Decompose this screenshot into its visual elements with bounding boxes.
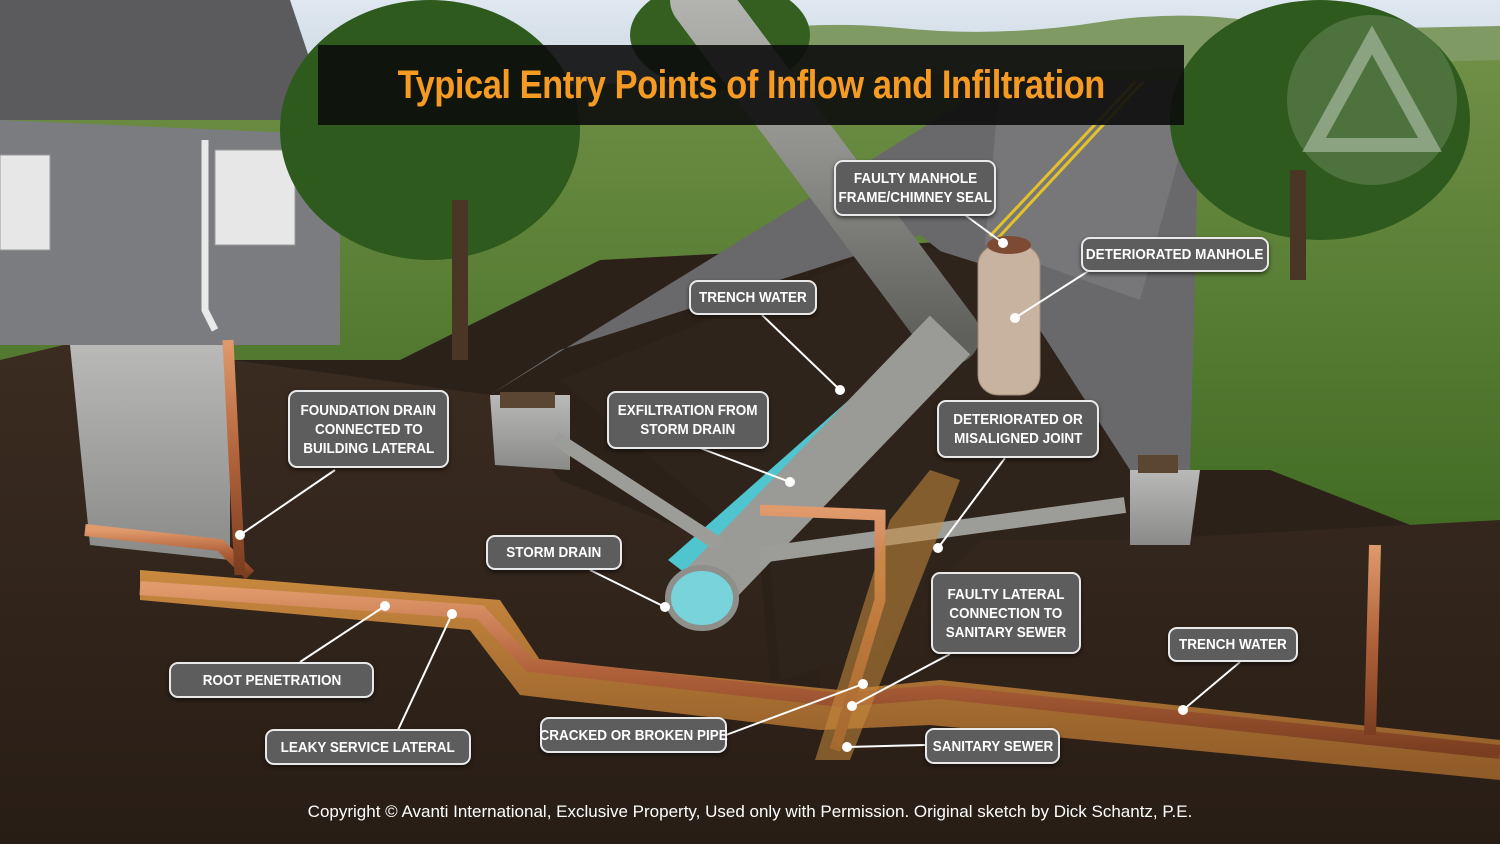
dot-cracked-pipe: [858, 679, 868, 689]
catch-basin-grate-right: [1138, 455, 1178, 473]
leader-sanitary-sewer: [846, 744, 926, 748]
tree-trunk-left: [452, 200, 468, 360]
watermark-triangle: [1302, 25, 1442, 152]
callout-line: STORM DRAIN: [506, 544, 602, 561]
callout-cracked-pipe: CRACKED OR BROKEN PIPE: [539, 717, 728, 753]
leader-leaky-lateral: [397, 613, 453, 731]
callout-deteriorated-joint: DETERIORATED OR MISALIGNED JOINT: [937, 400, 1099, 458]
dot-foundation-drain: [235, 530, 245, 540]
page-title: Typical Entry Points of Inflow and Infil…: [397, 62, 1105, 107]
dot-manhole-seal: [998, 238, 1008, 248]
callout-storm-drain: STORM DRAIN: [486, 535, 622, 570]
callout-exfiltration: EXFILTRATION FROM STORM DRAIN: [607, 391, 769, 449]
leader-faulty-lateral: [851, 653, 951, 707]
callout-root-penetration: ROOT PENETRATION: [169, 662, 374, 698]
leader-cracked-pipe: [725, 683, 864, 736]
manhole-barrel: [977, 244, 1041, 396]
callout-line: DETERIORATED OR: [953, 411, 1083, 428]
dot-sanitary-sewer: [842, 742, 852, 752]
dot-trench-water-right: [1178, 705, 1188, 715]
callout-faulty-lateral: FAULTY LATERAL CONNECTION TO SANITARY SE…: [931, 572, 1081, 654]
callout-line: TRENCH WATER: [1179, 636, 1287, 653]
copyright-notice: Copyright © Avanti International, Exclus…: [307, 802, 1193, 821]
sewer-bedding: [140, 570, 1500, 780]
watermark-logo: [1287, 15, 1457, 185]
leader-manhole-seal: [964, 214, 1004, 244]
tree-trunk-right: [1290, 170, 1306, 280]
callout-line: FOUNDATION DRAIN: [300, 401, 437, 419]
dot-deteriorated-joint: [933, 543, 943, 553]
callout-line: TRENCH WATER: [699, 289, 807, 306]
callout-line: EXFILTRATION FROM: [618, 402, 758, 419]
dot-storm-drain: [660, 602, 670, 612]
vertical-cleanout-right: [1364, 544, 1381, 736]
leader-root-penetration: [299, 605, 386, 663]
leader-storm-drain: [589, 569, 666, 608]
callout-line: SANITARY SEWER: [932, 737, 1053, 755]
callout-line: STORM DRAIN: [640, 421, 736, 438]
leader-dots: [235, 238, 1188, 752]
title-banner: Typical Entry Points of Inflow and Infil…: [318, 45, 1184, 125]
house-window-1: [0, 154, 51, 251]
callout-line: ROOT PENETRATION: [202, 671, 341, 689]
callout-foundation-drain: FOUNDATION DRAIN CONNECTED TO BUILDING L…: [288, 390, 449, 468]
callout-faulty-manhole-seal: FAULTY MANHOLE FRAME/CHIMNEY SEAL: [834, 160, 996, 216]
callout-line: FAULTY LATERAL: [947, 585, 1065, 603]
leader-trench-water-right: [1182, 661, 1241, 711]
leader-lines: [239, 214, 1241, 748]
house-foundation: [70, 345, 230, 560]
callout-line: DETERIORATED MANHOLE: [1086, 246, 1264, 263]
storm-drain-opening: [665, 565, 739, 631]
manhole-cover: [987, 236, 1031, 254]
house-window-2: [214, 149, 296, 246]
callout-line: FAULTY MANHOLE: [853, 170, 977, 187]
sanitary-sewer-main: [139, 581, 1500, 759]
tree-canopy-right: [1170, 0, 1470, 240]
callout-trench-water-top: TRENCH WATER: [689, 280, 817, 315]
leader-deteriorated-manhole: [1014, 269, 1091, 319]
curb-left: [490, 395, 570, 470]
dot-deteriorated-manhole: [1010, 313, 1020, 323]
callout-trench-water-right: TRENCH WATER: [1168, 627, 1298, 662]
downspout: [201, 140, 219, 332]
storm-inlet-pipe-right: [758, 497, 1127, 563]
leader-trench-water-top: [761, 314, 841, 391]
callout-line: MISALIGNED JOINT: [953, 430, 1083, 447]
callout-leaky-service-lateral: LEAKY SERVICE LATERAL: [265, 729, 471, 765]
curb-right: [1130, 470, 1200, 545]
leader-exfiltration: [699, 447, 791, 483]
callout-line: FRAME/CHIMNEY SEAL: [838, 189, 992, 206]
catch-basin-grate-left: [500, 392, 555, 408]
callout-line: CRACKED OR BROKEN PIPE: [539, 726, 728, 744]
leader-foundation-drain: [239, 469, 336, 536]
callout-deteriorated-manhole: DETERIORATED MANHOLE: [1081, 237, 1269, 272]
callout-sanitary-sewer: SANITARY SEWER: [925, 728, 1060, 764]
callout-line: LEAKY SERVICE LATERAL: [280, 738, 456, 756]
callout-line: CONNECTION TO: [949, 604, 1063, 622]
dot-faulty-lateral: [847, 701, 857, 711]
callout-line: BUILDING LATERAL: [303, 439, 435, 457]
tree-canopy-left: [280, 0, 580, 260]
storm-drain-pipe-body: [679, 315, 971, 615]
house-roof: [0, 0, 330, 120]
dot-exfiltration: [785, 477, 795, 487]
dot-root-penetration: [380, 601, 390, 611]
dot-trench-water-top: [835, 385, 845, 395]
storm-inlet-pipe-left: [551, 432, 724, 551]
callout-line: CONNECTED TO: [314, 420, 423, 438]
leader-deteriorated-joint: [937, 457, 1006, 549]
dot-leaky-lateral: [447, 609, 457, 619]
callout-line: SANITARY SEWER: [945, 623, 1067, 641]
